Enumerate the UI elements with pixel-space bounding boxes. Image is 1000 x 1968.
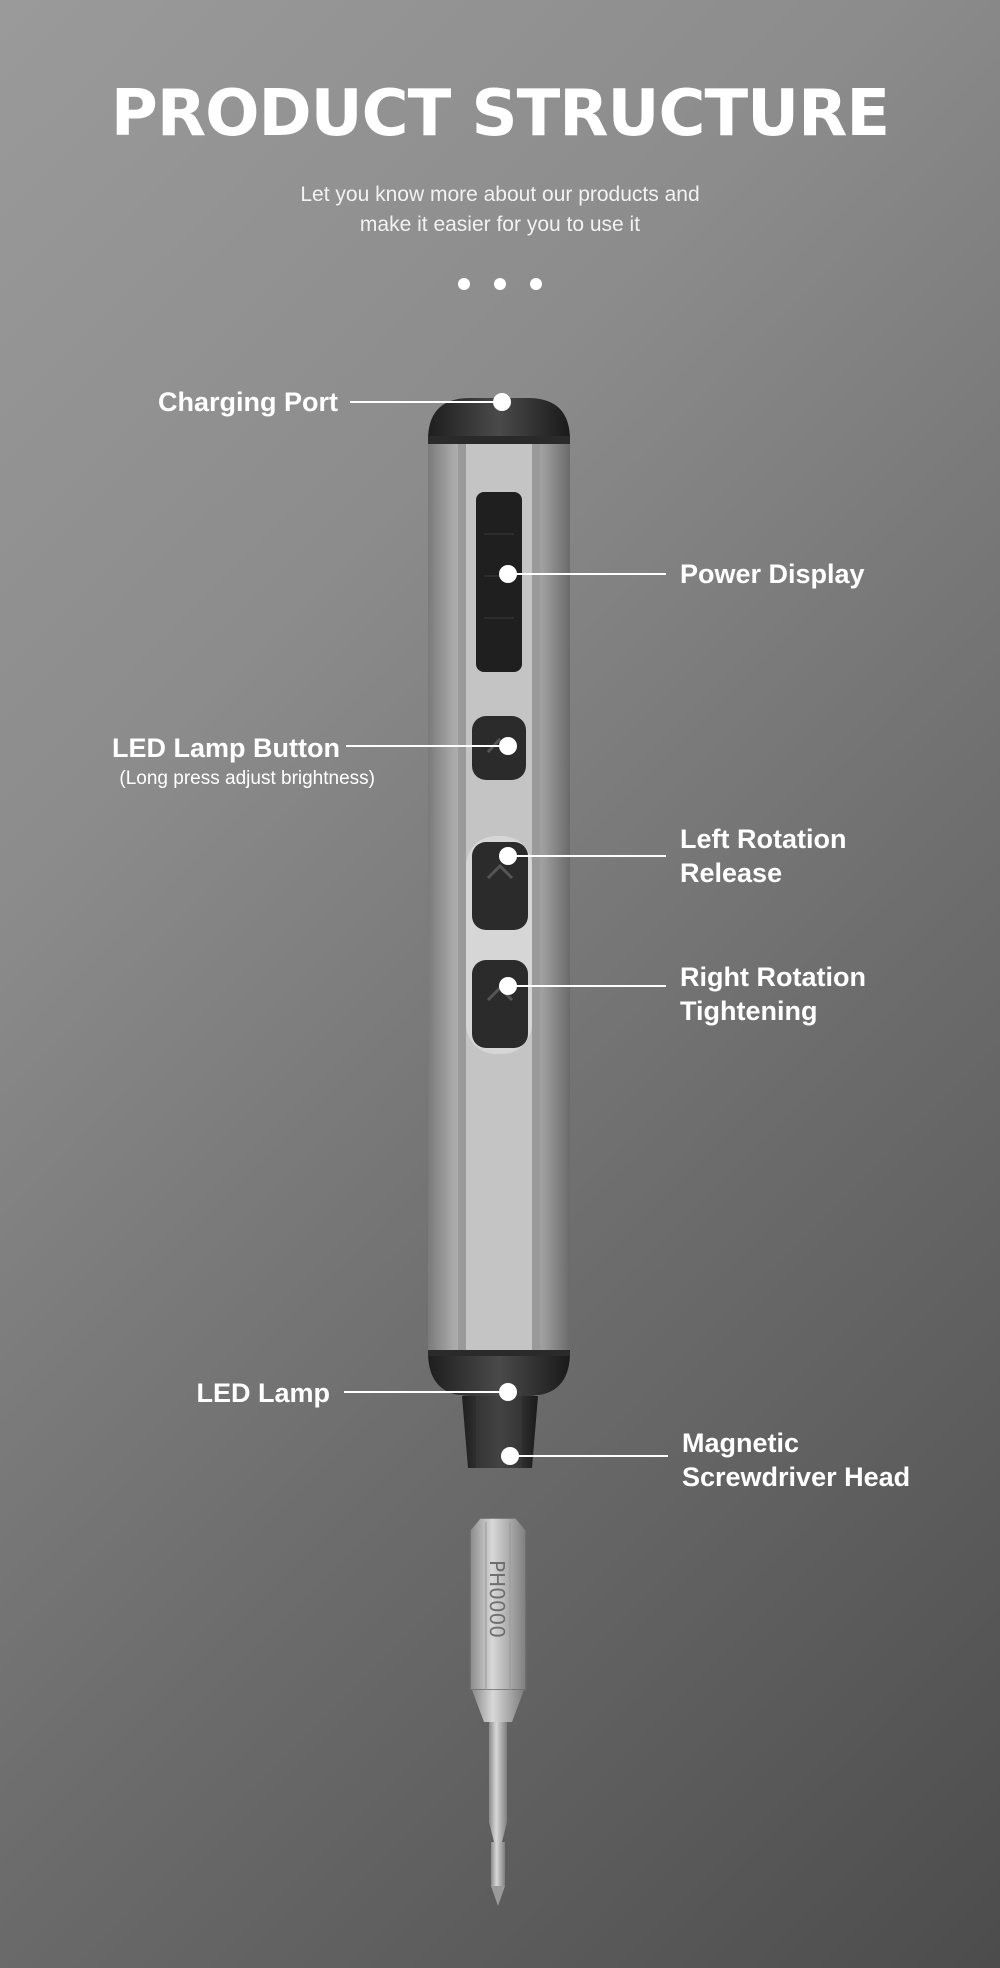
label-left-rotation: Left Rotation Release (680, 824, 847, 888)
label-right-rotation: Right Rotation Tightening (680, 962, 866, 1026)
screwdriver-bit: PH0000 (469, 1517, 527, 1906)
magnetic-head-collar (462, 1396, 538, 1468)
label-led-lamp-button-note: (Long press adjust brightness) (119, 768, 375, 789)
bit-engraving: PH0000 (485, 1560, 509, 1638)
decorative-dots (458, 278, 542, 290)
label-magnetic-screwdriver-head: Magnetic Screwdriver Head (682, 1428, 911, 1492)
power-display-window (476, 492, 522, 672)
callout-lines (344, 401, 668, 1457)
label-power-display: Power Display (680, 559, 865, 589)
left-rotation-button[interactable] (472, 842, 528, 930)
callout-markers (493, 393, 519, 1465)
right-rotation-button[interactable] (472, 960, 528, 1048)
page-subtitle: Let you know more about our products and… (0, 180, 1000, 240)
label-led-lamp-button: LED Lamp Button (112, 733, 340, 763)
page-title: PRODUCT STRUCTURE (110, 77, 890, 151)
label-led-lamp: LED Lamp (196, 1378, 330, 1408)
label-charging-port: Charging Port (158, 387, 338, 417)
subtitle-line-2: make it easier for you to use it (359, 213, 641, 236)
led-lamp-button[interactable] (472, 716, 526, 780)
subtitle-line-1: Let you know more about our products and (300, 183, 700, 206)
